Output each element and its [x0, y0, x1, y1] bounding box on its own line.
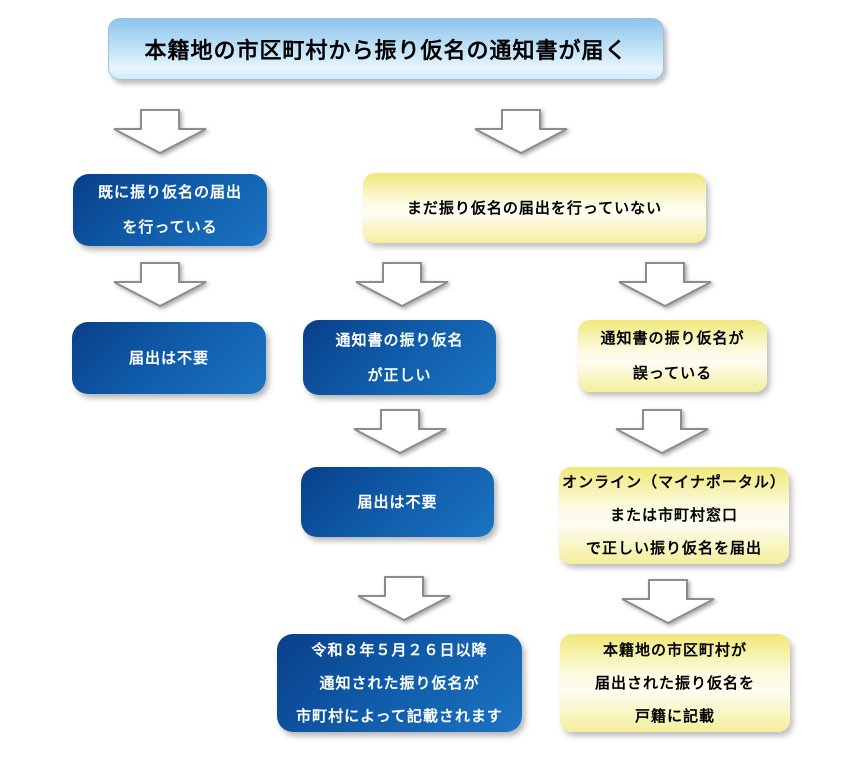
node-auto-recorded: 令和８年５月２６日以降 通知された振り仮名が 市町村によって記載されます [277, 634, 522, 732]
node-already-submitted: 既に振り仮名の届出 を行っている [73, 174, 267, 246]
node-line: 届出は不要 [128, 349, 209, 367]
down-arrow-icon [621, 579, 715, 625]
node-no-submission-needed-left: 届出は不要 [72, 322, 266, 394]
down-arrow-icon [357, 576, 451, 622]
node-line: が正しい [367, 366, 432, 384]
down-arrow-icon [113, 262, 207, 308]
node-line: 市町村によって記載されます [296, 707, 503, 725]
node-line: で正しい振り仮名を届出 [585, 540, 762, 557]
node-line: 令和８年５月２６日以降 [311, 641, 488, 659]
node-no-submission-needed-mid: 届出は不要 [301, 467, 494, 537]
node-line: 届出は不要 [357, 493, 438, 511]
node-line: 通知された振り仮名が [319, 674, 480, 692]
down-arrow-icon [618, 262, 712, 308]
node-line: 既に振り仮名の届出 [97, 184, 242, 201]
node-line: オンライン（マイナポータル） [562, 474, 786, 491]
node-not-submitted: まだ振り仮名の届出を行っていない [363, 173, 706, 243]
down-arrow-icon [353, 409, 447, 455]
title-box: 本籍地の市区町村から振り仮名の通知書が届く [108, 18, 664, 80]
down-arrow-icon [113, 109, 207, 155]
down-arrow-icon [355, 262, 449, 308]
node-furigana-correct: 通知書の振り仮名 が正しい [303, 320, 496, 395]
node-line: 通知書の振り仮名 [335, 331, 464, 349]
down-arrow-icon [474, 109, 568, 155]
node-line: 届出された振り仮名を [594, 674, 755, 692]
node-line: まだ振り仮名の届出を行っていない [406, 199, 663, 217]
node-furigana-wrong: 通知書の振り仮名が 誤っている [578, 320, 767, 392]
node-recorded-in-koseki: 本籍地の市区町村が 届出された振り仮名を 戸籍に記載 [560, 634, 790, 732]
node-line: を行っている [122, 219, 218, 236]
down-arrow-icon [615, 409, 709, 455]
node-line: 通知書の振り仮名が [600, 330, 745, 347]
node-line: または市町村窓口 [609, 507, 738, 524]
node-submit-correct-furigana: オンライン（マイナポータル） または市町村窓口 で正しい振り仮名を届出 [559, 467, 789, 564]
node-line: 戸籍に記載 [634, 707, 715, 725]
node-line: 誤っている [632, 365, 713, 382]
node-line: 本籍地の市区町村が [602, 641, 747, 659]
title-text: 本籍地の市区町村から振り仮名の通知書が届く [144, 38, 628, 63]
